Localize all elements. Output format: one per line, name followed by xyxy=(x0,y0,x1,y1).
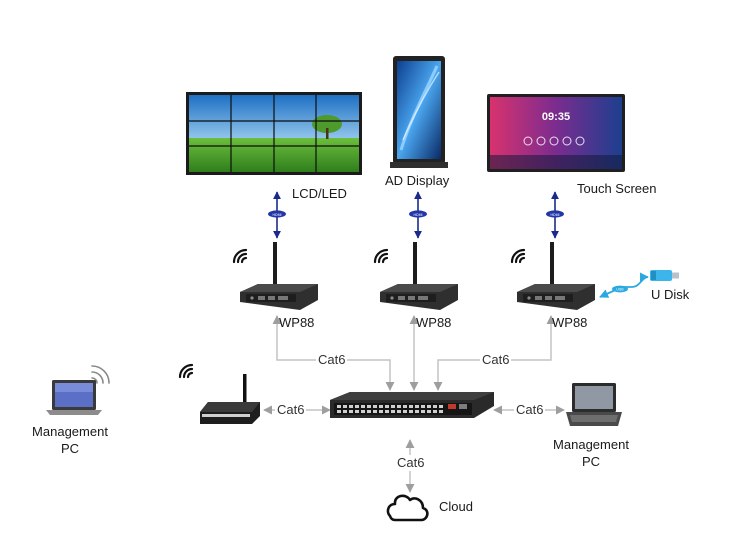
management-pc-left-label: Management PC xyxy=(25,423,115,457)
wp88-label-1: WP88 xyxy=(279,315,315,330)
management-pc-right-line2: PC xyxy=(581,454,601,469)
u-disk-icon xyxy=(650,270,679,281)
cat6-label-router: Cat6 xyxy=(275,402,307,418)
hdmi-tag-2: HDMI xyxy=(414,213,423,217)
hdmi-tag-1: HDMI xyxy=(273,213,282,217)
ad-display-kiosk-icon xyxy=(390,56,448,168)
cat6-label-cloud: Cat6 xyxy=(395,455,427,471)
wp88-player-1-icon xyxy=(240,242,318,310)
cat6-label-pc: Cat6 xyxy=(514,402,546,418)
usb-connection xyxy=(599,272,649,298)
usb-tag: USB xyxy=(616,288,624,292)
ad-display-label: AD Display xyxy=(385,173,450,188)
lcd-led-label: LCD/LED xyxy=(292,186,347,201)
cat6-label-player-3: Cat6 xyxy=(480,352,512,368)
wp88-player-2-icon xyxy=(380,242,458,310)
hdmi-connection-2 xyxy=(409,191,427,239)
management-pc-right-line1: Management xyxy=(553,437,629,452)
wp88-label-2: WP88 xyxy=(416,315,452,330)
cloud-icon xyxy=(386,494,429,522)
hdmi-connection-1 xyxy=(268,191,286,239)
wp88-player-3-icon xyxy=(517,242,595,310)
wifi-signal-icon xyxy=(232,248,248,264)
router-icon xyxy=(200,374,260,424)
management-pc-left-line1: Management xyxy=(32,424,108,439)
hdmi-connection-3 xyxy=(546,191,564,239)
management-pc-right-label: Management PC xyxy=(546,436,636,470)
wifi-signal-icon xyxy=(373,248,389,264)
wifi-signal-icon xyxy=(178,363,194,379)
laptop-left-icon xyxy=(46,380,102,415)
laptop-right-icon xyxy=(566,383,622,426)
cat6-label-player-1: Cat6 xyxy=(316,352,348,368)
touch-screen-icon xyxy=(487,94,625,172)
u-disk-label: U Disk xyxy=(651,287,690,302)
management-pc-left-line2: PC xyxy=(60,441,80,456)
touch-screen-label: Touch Screen xyxy=(577,181,657,196)
wifi-signal-icon xyxy=(510,248,526,264)
lcd-led-video-wall-icon xyxy=(186,92,362,175)
cloud-label: Cloud xyxy=(439,499,473,514)
wifi-signal-icon xyxy=(91,365,110,384)
touch-screen-clock: 09:35 xyxy=(542,111,570,123)
network-switch-icon xyxy=(330,392,494,418)
wp88-label-3: WP88 xyxy=(552,315,588,330)
hdmi-tag-3: HDMI xyxy=(551,213,560,217)
